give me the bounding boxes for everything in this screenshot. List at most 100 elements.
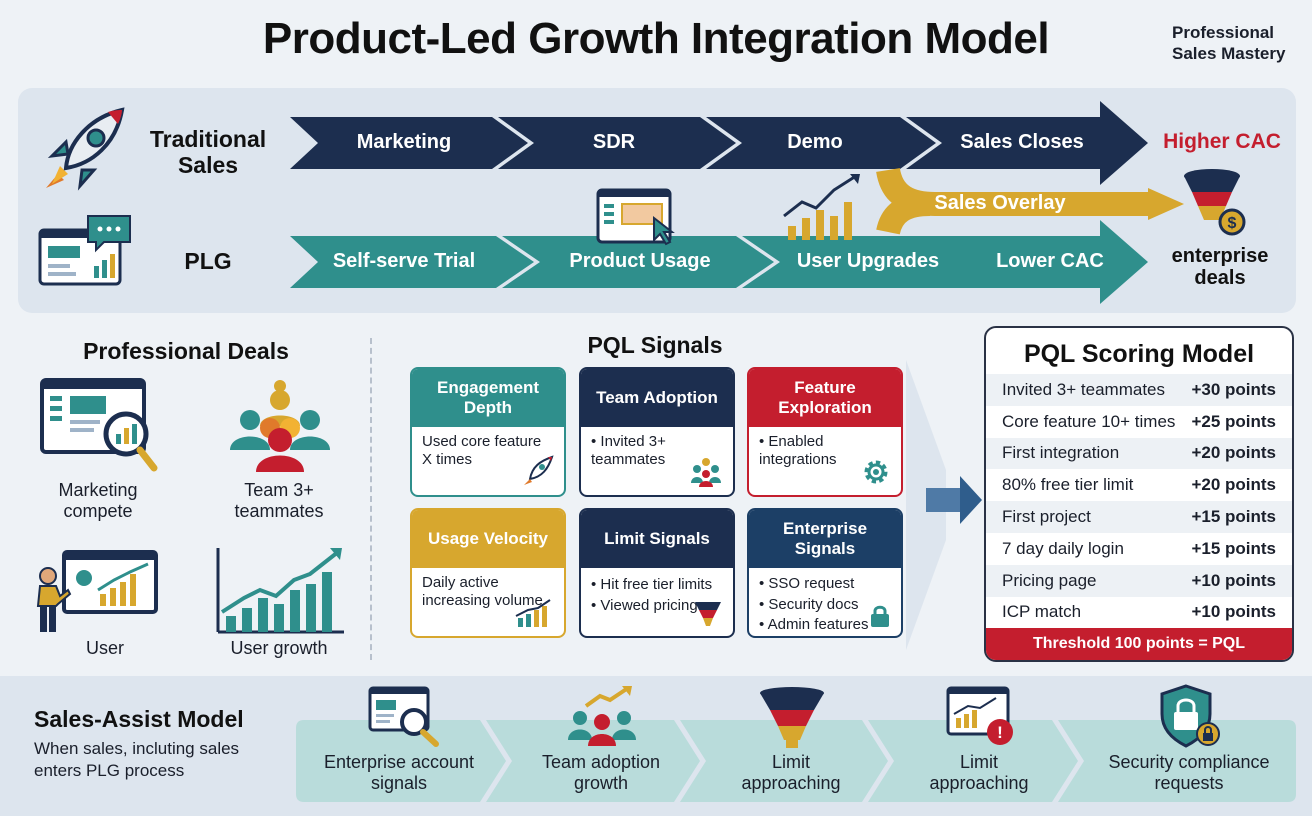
rocket-icon: [46, 107, 125, 191]
user-label: User: [85, 638, 124, 658]
signal-card-limit-signals: Limit Signals • Hit free tier limits • V…: [579, 508, 735, 638]
scoring-title: PQL Scoring Model: [1023, 340, 1255, 368]
traditional-step-2: SDR: [592, 131, 636, 153]
team-teammates-label: Team 3+ teammates: [234, 480, 324, 521]
traditional-step-3-arrow: [706, 117, 936, 169]
signal-card-body: Daily active increasing volume: [422, 574, 543, 609]
team-people-icon: [230, 380, 330, 472]
svg-text:$: $: [1228, 215, 1237, 232]
score-criterion: 7 day daily login: [1002, 538, 1124, 558]
traditional-step-4-arrow: [906, 101, 1148, 185]
plg-label: PLG: [184, 248, 232, 274]
score-criterion: First integration: [1002, 443, 1120, 463]
score-row: Invited 3+ teammates +30 points: [986, 374, 1292, 406]
section-divider: [370, 338, 372, 660]
upgrade-growth-icon: [783, 174, 860, 240]
marketing-search-icon: [40, 378, 158, 472]
limit-funnel-icon: [760, 687, 824, 748]
traditional-step-2-arrow: [498, 117, 736, 169]
signal-card-title: Usage Velocity: [412, 510, 564, 568]
sales-assist-step-2: Team adoption growth: [541, 752, 661, 793]
score-criterion: 80% free tier limit: [1002, 475, 1134, 495]
user-growth-label: User growth: [230, 638, 328, 658]
funnel-icon: [695, 602, 721, 626]
signal-card-feature-exploration: Feature Exploration • Enabled integratio…: [747, 367, 903, 497]
traditional-step-1-arrow: [290, 117, 528, 169]
score-criterion: First project: [1002, 507, 1091, 527]
enterprise-search-icon: [368, 686, 439, 747]
signal-card-body: • SSO request • Security docs • Admin fe…: [759, 575, 869, 633]
plg-step-1: Self-serve Trial: [332, 250, 476, 272]
sales-assist-step-3: Limit approaching: [741, 752, 841, 793]
team-icon: [691, 458, 721, 487]
sales-assist-subtitle: When sales, incluting sales enters PLG p…: [34, 739, 240, 780]
professional-deals-title: Professional Deals: [83, 338, 289, 364]
scoring-rows: Invited 3+ teammates +30 points Core feat…: [986, 374, 1292, 628]
score-points: +20 points: [1191, 443, 1276, 463]
signal-card-team-adoption: Team Adoption • Invited 3+ teammates: [579, 367, 735, 497]
sales-assist-title: Sales-Assist Model: [34, 706, 244, 732]
signal-card-title: Limit Signals: [581, 510, 733, 568]
score-row: Pricing page +10 points: [986, 564, 1292, 597]
higher-cac-label: Higher CAC: [1163, 130, 1281, 153]
score-row: Core feature 10+ times+25 points: [986, 406, 1292, 438]
user-presenting-icon: [36, 550, 158, 632]
security-shield-icon: [1160, 684, 1220, 748]
plg-step-4: Lower CAC: [996, 250, 1104, 272]
signal-card-title: Feature Exploration: [749, 369, 901, 427]
score-points: +30 points: [1191, 379, 1276, 399]
plg-step-2: Product Usage: [569, 250, 711, 272]
score-points: +15 points: [1191, 538, 1276, 558]
score-criterion: Invited 3+ teammates: [1002, 379, 1166, 399]
score-row: ICP match +10 points: [986, 597, 1292, 629]
dashboard-chat-icon: [38, 215, 131, 286]
signal-card-usage-velocity: Usage Velocity Daily active increasing v…: [410, 508, 566, 638]
signal-card-title: Team Adoption: [581, 369, 733, 427]
pql-signals-title: PQL Signals: [587, 332, 723, 358]
product-usage-icon: [596, 188, 675, 246]
sales-overlay-label: Sales Overlay: [934, 192, 1066, 214]
signal-card-enterprise-signals: Enterprise Signals • SSO request • Secur…: [747, 508, 903, 638]
rocket-icon: [524, 455, 554, 485]
score-criterion: Pricing page: [1002, 570, 1097, 590]
score-row: First project +15 points: [986, 501, 1292, 533]
traditional-sales-label: Traditional Sales: [149, 126, 267, 178]
plg-step-1-arrow: [290, 236, 534, 288]
flow-arrows: [290, 101, 1184, 304]
sales-assist-step-5: Security compliance requests: [1108, 752, 1270, 793]
signal-card-title: Enterprise Signals: [749, 510, 901, 568]
threshold-banner: Threshold 100 points = PQL: [986, 628, 1292, 660]
signal-card-title: Engagement Depth: [412, 369, 564, 427]
traditional-step-1: Marketing: [356, 131, 452, 153]
score-points: +10 points: [1191, 570, 1276, 590]
pql-scoring-model: PQL Scoring Model Invited 3+ teammates +3…: [984, 326, 1294, 662]
sales-assist-step-1: Enterprise account signals: [323, 752, 475, 793]
page-title: Product-Led Growth Integration Model: [262, 14, 1050, 63]
score-points: +10 points: [1191, 602, 1276, 622]
score-criterion: ICP match: [1002, 602, 1082, 622]
traditional-step-3: Demo: [787, 131, 843, 153]
plg-step-2-arrow: [502, 236, 774, 288]
signal-card-body: Used core feature X times: [422, 433, 542, 468]
score-points: +20 points: [1191, 475, 1276, 495]
sales-assist-steps-band: [296, 720, 1296, 802]
limit-alert-icon: !: [946, 686, 1013, 745]
team-growth-icon: [568, 686, 636, 746]
signals-to-score-arrow: [906, 360, 982, 650]
signal-card-body: • Invited 3+ teammates: [591, 433, 666, 468]
plg-step-3-arrow: [742, 220, 1148, 304]
user-growth-chart-icon: [216, 548, 344, 634]
brand-name: Professional Sales Mastery: [1172, 23, 1286, 63]
lock-icon: [871, 605, 889, 627]
svg-text:!: !: [997, 723, 1003, 742]
sales-assist-step-4: Limit approaching: [929, 752, 1029, 793]
score-row: 80% free tier limit +20 points: [986, 469, 1292, 501]
traditional-step-4: Sales Closes: [960, 131, 1084, 153]
marketing-compete-label: Marketing compete: [58, 480, 138, 521]
enterprise-deals-label: enterprise deals: [1171, 245, 1269, 289]
score-row: 7 day daily login +15 points: [986, 533, 1292, 565]
score-points: +15 points: [1191, 507, 1276, 527]
funnel-coin-icon: $: [1184, 169, 1246, 236]
plg-step-3: User Upgrades: [796, 250, 940, 272]
score-criterion: Core feature 10+ times: [1002, 411, 1176, 431]
